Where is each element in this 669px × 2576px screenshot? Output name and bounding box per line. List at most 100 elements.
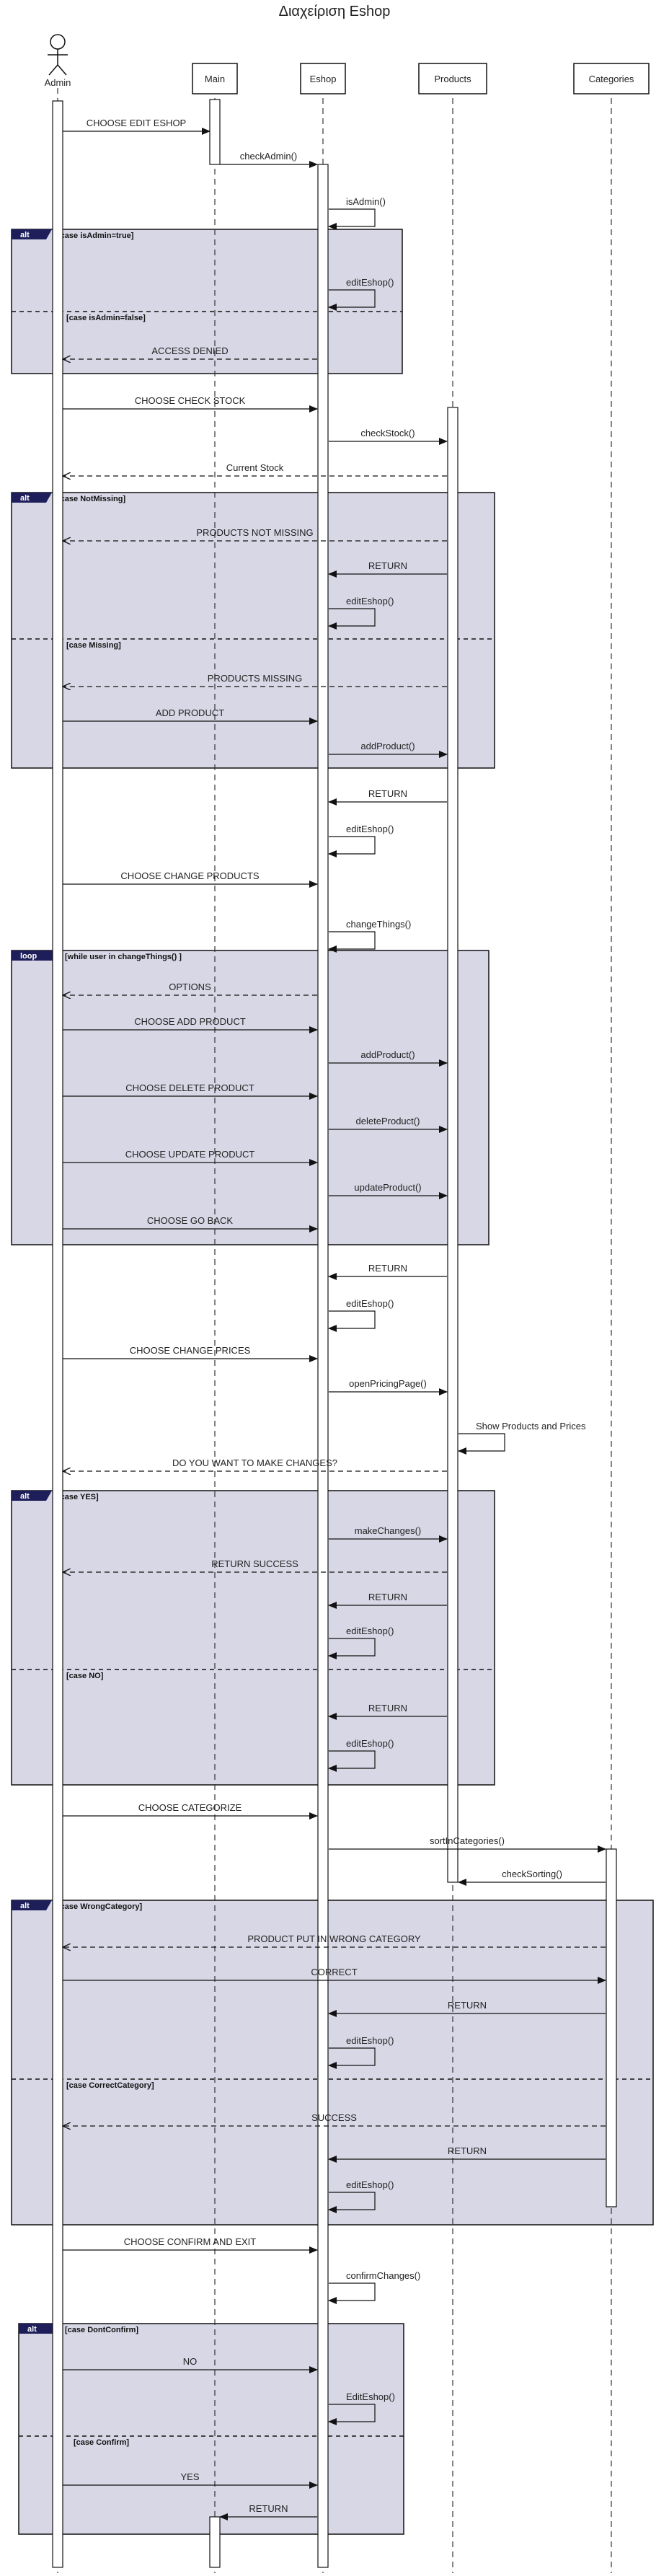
message-label: checkStock() [360,428,415,438]
message-label: RETURN [448,2145,487,2156]
fragment-frame [11,950,489,1245]
message-label: RETURN [249,2503,288,2514]
fragment-operator-tab [12,950,59,961]
message: RETURN [328,1592,447,1609]
message: CHOOSE CHECK STOCK [63,395,318,413]
message: RETURN [219,2503,317,2520]
message-label: PRODUCTS NOT MISSING [196,527,313,538]
self-message-arrow [328,1310,376,1332]
message: Current Stock [63,462,447,476]
self-message-arrow [328,931,376,953]
fragment-guard: [while user in changeThings() ] [65,953,182,961]
message-label: CHOOSE UPDATE PRODUCT [125,1149,255,1160]
message-label: isAdmin() [346,196,386,207]
self-message-arrow [458,1433,505,1455]
fragment-operator: alt [20,231,30,239]
participant-label: Eshop [310,74,337,84]
fragment-alt: alt[case isAdmin=true][case isAdmin=fals… [11,229,403,374]
message-label: CHOOSE CONFIRM AND EXIT [124,2236,257,2247]
message: CHOOSE DELETE PRODUCT [63,1082,318,1100]
message: makeChanges() [329,1525,448,1543]
fragment-guard: [case Missing] [66,641,121,650]
message: RETURN [328,788,447,806]
participant-box [300,63,346,94]
message-label: NO [183,2356,198,2367]
message: editEshop() [328,596,394,630]
fragment-loop: loop[while user in changeThings() ] [11,950,489,1245]
message-label: editEshop() [346,596,394,606]
message: checkStock() [329,428,448,445]
self-message-arrow [328,2047,376,2069]
message-label: openPricingPage() [349,1378,427,1389]
self-message-arrow [328,1750,376,1772]
message-label: updateProduct() [354,1182,421,1193]
self-message-arrow [328,1638,376,1659]
message-label: OPTIONS [169,982,211,992]
activation-bar-categories [606,1848,617,2207]
message: openPricingPage() [329,1378,448,1395]
fragment-guard: [case DontConfirm] [65,2326,138,2334]
message: addProduct() [329,1049,448,1067]
message: YES [63,2471,318,2489]
message: editEshop() [328,1298,394,1332]
message: CHOOSE EDIT ESHOP [63,118,211,135]
message: OPTIONS [63,982,317,995]
message: Show Products and Prices [458,1421,586,1455]
message-label: Current Stock [226,462,284,473]
fragment-guard: [case isAdmin=true] [58,231,134,240]
message: ACCESS DENIED [63,345,317,359]
message: editEshop() [328,1626,394,1659]
message-label: CHOOSE DELETE PRODUCT [125,1082,254,1093]
message-label: PRODUCTS MISSING [208,673,302,684]
message-label: editEshop() [346,1626,394,1636]
message: RETURN SUCCESS [63,1558,447,1572]
message-label: SUCCESS [311,2112,357,2123]
fragment-guard: [case NotMissing] [58,495,125,503]
message-label: RETURN [448,2000,487,2011]
message-label: makeChanges() [355,1525,422,1536]
message: checkAdmin() [220,151,318,168]
message-label: RETURN [368,1592,407,1602]
message-label: editEshop() [346,277,394,288]
message: PRODUCTS MISSING [63,673,447,687]
message-label: addProduct() [360,1049,415,1060]
fragment-frame [11,1900,654,2226]
message: RETURN [328,1263,447,1280]
message: RETURN [328,1703,447,1720]
fragment-operator: alt [27,2325,37,2334]
fragment-operator: alt [20,1492,30,1501]
self-message-arrow [328,836,376,857]
message-label: EditEshop() [346,2391,395,2402]
participant-categories: Categories [573,63,650,94]
participant-box [418,63,487,94]
message: editEshop() [328,277,394,311]
message: CHOOSE UPDATE PRODUCT [63,1149,318,1166]
fragment-guard: [case YES] [58,1493,99,1501]
message: sortInCategories() [329,1835,606,1853]
message-label: editEshop() [346,2179,394,2190]
message: editEshop() [328,2179,394,2213]
message: DO YOU WANT TO MAKE CHANGES? [63,1457,447,1471]
fragment-guard: [case NO] [66,1672,104,1680]
self-message-arrow [328,289,376,311]
self-message-arrow [328,2192,376,2213]
message: CHOOSE CHANGE PRODUCTS [63,870,318,888]
message: PRODUCT PUT IN WRONG CATEGORY [63,1933,606,1947]
message: checkSorting() [458,1869,606,1886]
message: changeThings() [328,919,411,953]
participant-box [192,63,238,94]
message: SUCCESS [63,2112,606,2126]
message-label: sortInCategories() [430,1835,505,1846]
message-label: RETURN SUCCESS [211,1558,298,1569]
activation-bar-products [447,407,458,1883]
message-label: editEshop() [346,1738,394,1749]
message: CHOOSE CONFIRM AND EXIT [63,2236,318,2254]
fragment-guard: [case CorrectCategory] [66,2081,154,2090]
message: EditEshop() [328,2391,395,2425]
message-label: confirmChanges() [346,2270,420,2281]
participant-label: Categories [589,74,634,84]
message-label: CHOOSE CATEGORIZE [138,1802,242,1813]
message-label: YES [180,2471,199,2482]
message-label: CHOOSE CHANGE PRICES [130,1345,251,1356]
